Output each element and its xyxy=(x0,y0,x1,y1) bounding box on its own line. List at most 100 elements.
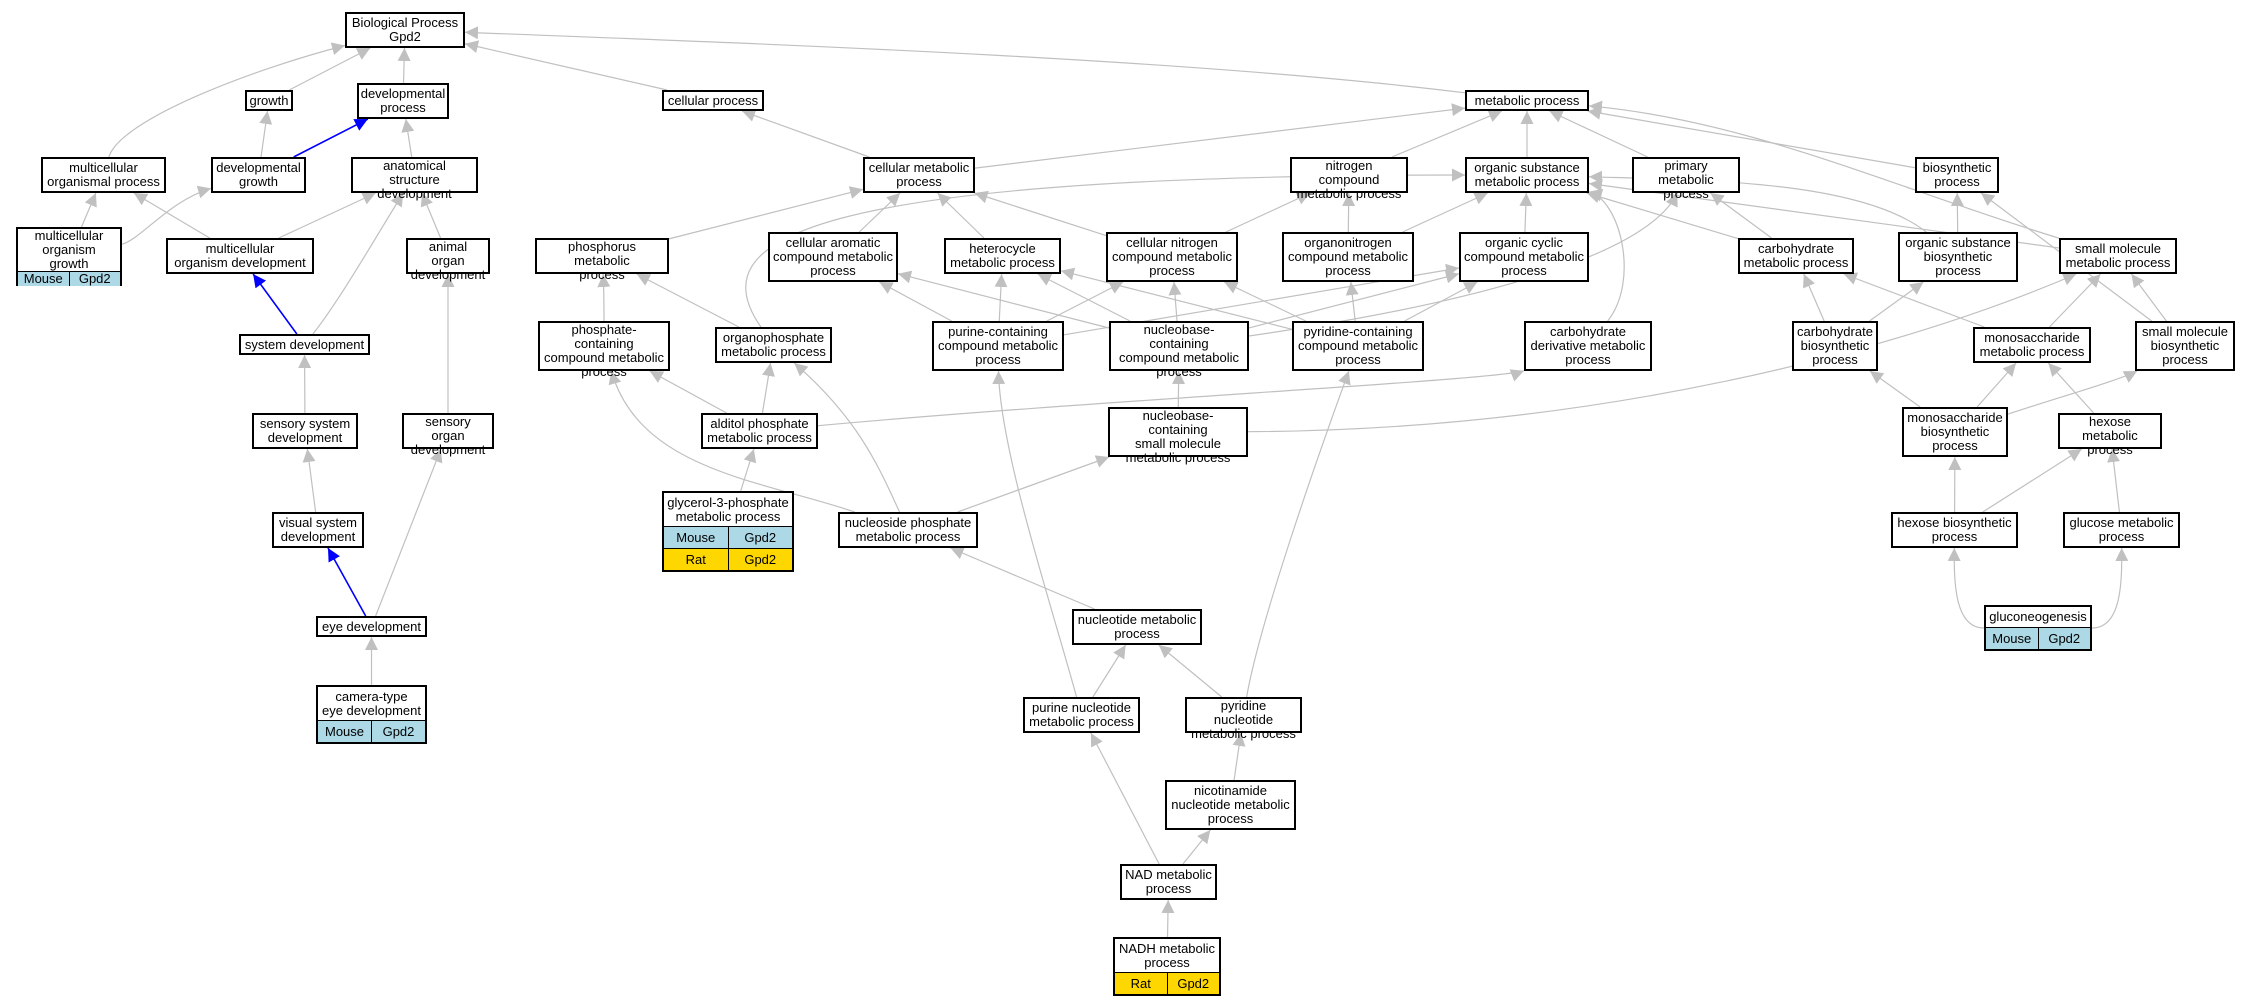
term-node-carbderiv[interactable]: carbohydrate derivative metabolic proces… xyxy=(1524,321,1652,371)
term-node-carbmet[interactable]: carbohydrate metabolic process xyxy=(1738,238,1854,274)
edge-monosacmet-to-smallmol xyxy=(2048,273,2102,328)
term-node-visualsys[interactable]: visual system development xyxy=(272,512,364,548)
term-node-nucbasesmall[interactable]: nucleobase-containing small molecule met… xyxy=(1108,407,1248,465)
term-node-multidev[interactable]: multicellular organism development xyxy=(166,238,314,274)
term-node-hexosemet[interactable]: hexose metabolic process xyxy=(2058,413,2162,457)
term-label: developmental growth xyxy=(216,160,301,189)
edge-monosacbio-to-smallmolbio xyxy=(2007,370,2138,415)
term-node-smallmol[interactable]: small molecule metabolic process xyxy=(2059,238,2177,274)
term-node-biosynth[interactable]: biosynthetic process xyxy=(1915,157,1999,193)
term-node-eyedev[interactable]: eye development xyxy=(316,616,427,637)
term-node-cellarom[interactable]: cellular aromatic compound metabolic pro… xyxy=(768,232,898,282)
term-node-glucosemet[interactable]: glucose metabolic process xyxy=(2063,512,2180,548)
term-node-purinenuc[interactable]: purine nucleotide metabolic process xyxy=(1023,697,1140,733)
term-node-alditol[interactable]: alditol phosphate metabolic process xyxy=(701,413,818,449)
term-label: nucleotide metabolic process xyxy=(1077,612,1197,641)
edge-pyridinenuc-to-nucleotidemet xyxy=(1158,644,1223,698)
term-node-nucleotidemet[interactable]: nucleotide metabolic process xyxy=(1072,609,1202,645)
term-label: alditol phosphate metabolic process xyxy=(707,416,812,445)
term-label: pyridine-containing compound metabolic p… xyxy=(1298,324,1418,367)
gene-cell: Gpd2 xyxy=(727,549,792,570)
edge-nucphos-to-phoscont xyxy=(608,370,855,513)
term-node-anatdev[interactable]: anatomical structure development xyxy=(351,157,478,201)
term-node-devgrowth[interactable]: developmental growth xyxy=(211,157,306,193)
term-label: carbohydrate biosynthetic process xyxy=(1797,324,1873,367)
term-node-multiorg[interactable]: multicellular organismal process xyxy=(41,157,166,193)
term-node-organonitro[interactable]: organonitrogen compound metabolic proces… xyxy=(1282,232,1414,282)
term-node-hexosebio[interactable]: hexose biosynthetic process xyxy=(1891,512,2018,548)
term-node-sysdev[interactable]: system development xyxy=(239,334,370,355)
term-node-devproc[interactable]: developmental process xyxy=(357,83,449,119)
term-node-orgcyclic[interactable]: organic cyclic compound metabolic proces… xyxy=(1459,232,1589,282)
edge-biosynth-to-metproc xyxy=(1587,106,1916,169)
term-label: carbohydrate metabolic process xyxy=(1743,241,1849,270)
term-node-orgsubbio[interactable]: organic substance biosynthetic process xyxy=(1898,232,2018,282)
term-label: organic cyclic compound metabolic proces… xyxy=(1464,235,1584,278)
term-label: phosphorus metabolic process xyxy=(568,239,636,282)
edge-monosacbio-to-monosacmet xyxy=(1976,362,2017,408)
edge-purinenuc-to-nucleotidemet xyxy=(1092,644,1127,698)
term-node-phosphorus[interactable]: phosphorus metabolic process xyxy=(535,238,669,282)
term-node-monosacmet[interactable]: monosaccharide metabolic process xyxy=(1973,327,2091,363)
term-node-orgsubst[interactable]: organic substance metabolic process xyxy=(1465,157,1589,193)
term-node-primmet[interactable]: primary metabolic process xyxy=(1632,157,1740,201)
term-label: small molecule metabolic process xyxy=(2065,241,2171,270)
term-node-cellmet[interactable]: cellular metabolic process xyxy=(863,157,975,193)
edge-cellnitro-to-nitrocomp xyxy=(1225,192,1311,233)
term-node-purinecont[interactable]: purine-containing compound metabolic pro… xyxy=(932,321,1064,371)
term-node-cellproc[interactable]: cellular process xyxy=(662,90,764,111)
term-label: nucleoside phosphate metabolic process xyxy=(844,515,972,544)
term-label: multicellular organism growth xyxy=(34,228,104,271)
term-node-nucbasecont[interactable]: nucleobase-containing compound metabolic… xyxy=(1109,321,1249,379)
edge-growth-to-bp xyxy=(288,47,371,91)
term-node-pyridinenuc[interactable]: pyridine nucleotide metabolic process xyxy=(1185,697,1302,741)
term-node-phoscont[interactable]: phosphate-containing compound metabolic … xyxy=(538,321,670,379)
term-node-sensorysys[interactable]: sensory system development xyxy=(252,413,358,449)
term-node-cellnitro[interactable]: cellular nitrogen compound metabolic pro… xyxy=(1106,232,1238,282)
edge-nadmet-to-nicotinamide xyxy=(1182,829,1211,865)
edge-cellarom-to-cellmet xyxy=(858,192,901,233)
edge-alditol-to-carbderiv xyxy=(817,369,1525,427)
edge-purinecont-to-cellarom xyxy=(879,281,952,322)
edge-purinecont-to-heterocycle xyxy=(994,273,1008,322)
edge-carbmet-to-orgsubst xyxy=(1586,190,1739,240)
edge-monosacbio-to-carbbio xyxy=(1869,370,1921,408)
edge-nucbasecont-to-cellarom xyxy=(897,270,1110,329)
edge-nicotinamide-to-pyridinenuc xyxy=(1232,732,1246,781)
edge-nucbasecont-to-orgcyclic xyxy=(1248,270,1460,329)
term-node-pyridinecont[interactable]: pyridine-containing compound metabolic p… xyxy=(1292,321,1424,371)
term-node-metproc[interactable]: metabolic process xyxy=(1465,90,1589,111)
term-node-nitrocomp[interactable]: nitrogen compound metabolic process xyxy=(1290,157,1408,201)
term-node-animalorgan[interactable]: animal organ development xyxy=(406,238,490,282)
term-node-heterocycle[interactable]: heterocycle metabolic process xyxy=(944,238,1061,274)
term-node-organophos[interactable]: organophosphate metabolic process xyxy=(715,327,832,363)
term-node-carbbio[interactable]: carbohydrate biosynthetic process xyxy=(1792,321,1878,371)
term-node-smallmolbio[interactable]: small molecule biosynthetic process xyxy=(2135,321,2235,371)
term-node-growth[interactable]: growth xyxy=(245,90,293,111)
term-node-sensoryorgan[interactable]: sensory organ development xyxy=(402,413,494,457)
term-label: purine nucleotide metabolic process xyxy=(1029,700,1134,729)
term-label: nucleobase-containing small molecule met… xyxy=(1125,408,1231,465)
term-node-nadmet[interactable]: NAD metabolic process xyxy=(1120,864,1217,900)
term-node-nucphos[interactable]: nucleoside phosphate metabolic process xyxy=(838,512,978,548)
edge-nucphos-to-organophos xyxy=(793,362,901,513)
edge-nucphos-to-nucbasesmall xyxy=(957,455,1110,513)
edge-heterocycle-to-cellmet xyxy=(937,192,985,239)
term-node-nicotinamide[interactable]: nicotinamide nucleotide metabolic proces… xyxy=(1165,780,1296,830)
edge-pyridinecont-to-organonitro xyxy=(1345,281,1359,322)
term-label: glucose metabolic process xyxy=(2069,515,2174,544)
edge-nadmet-to-purinenuc xyxy=(1090,732,1160,865)
term-node-bp[interactable]: Biological Process Gpd2 xyxy=(345,12,465,48)
edge-devproc-to-bp xyxy=(397,47,411,84)
term-label: organic substance metabolic process xyxy=(1474,160,1580,189)
edge-eyedev-to-visualsys xyxy=(327,547,367,617)
term-node-monosacbio[interactable]: monosaccharide biosynthetic process xyxy=(1902,407,2008,457)
